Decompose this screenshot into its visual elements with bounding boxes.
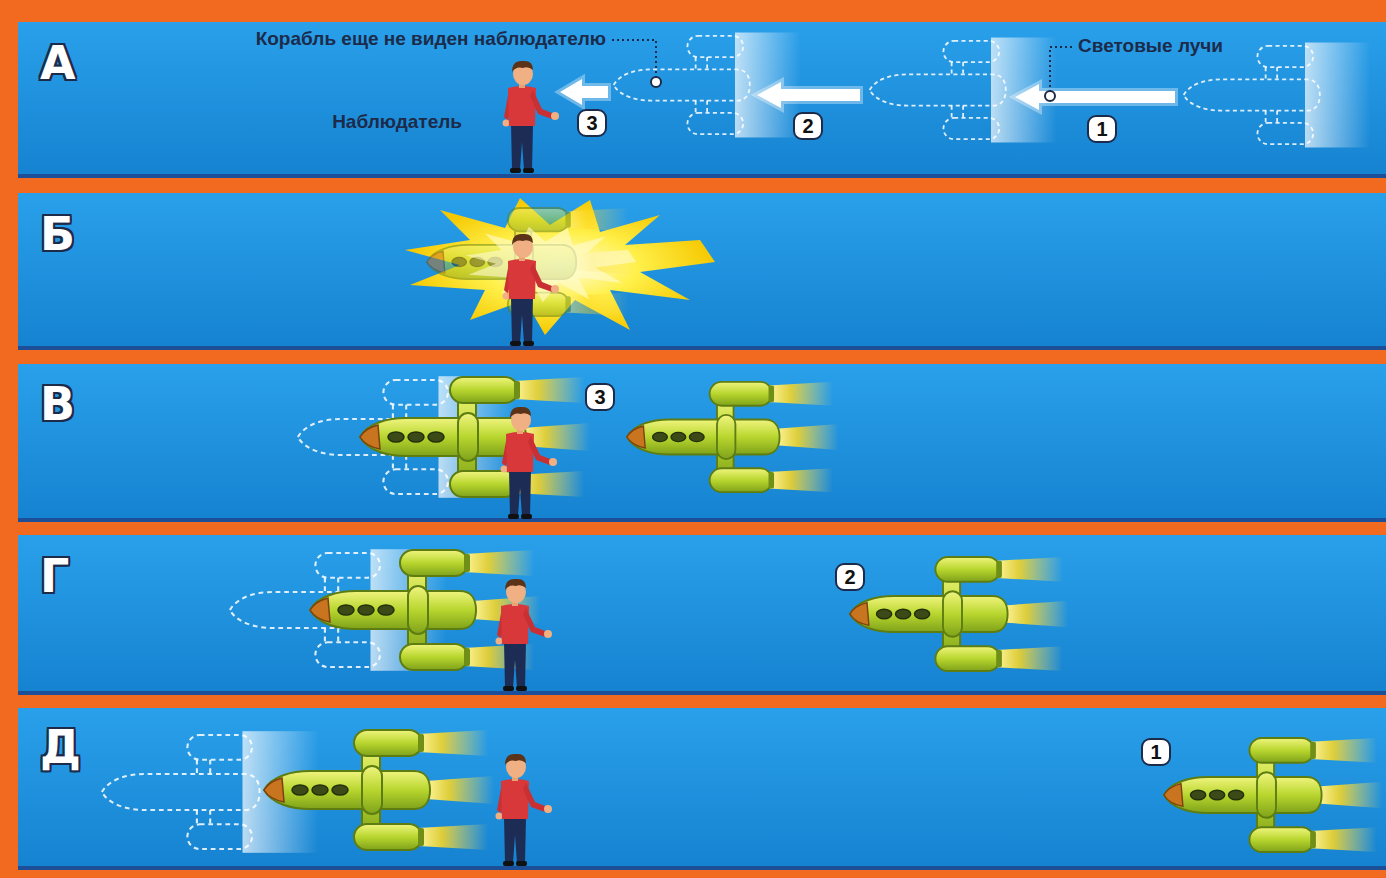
callout-number: 1	[1087, 115, 1117, 143]
band-edge	[18, 346, 1386, 350]
panel-d-art	[102, 730, 1383, 866]
callout-number-text: 1	[1150, 741, 1161, 763]
panel-letter: В	[40, 381, 75, 427]
leader-dot	[1045, 91, 1055, 101]
callout-number-text: 1	[1096, 118, 1107, 140]
light-ray	[560, 79, 608, 105]
callout-number-text: 2	[802, 115, 813, 137]
panel-band	[18, 364, 1386, 522]
callout-number: 1	[1141, 738, 1171, 766]
panel-band	[18, 193, 1386, 350]
callout-number: 3	[585, 383, 615, 411]
panel-band	[18, 535, 1386, 695]
band-edge	[18, 174, 1386, 178]
callout-label: Наблюдатель	[332, 111, 462, 134]
ghost-ship	[1184, 43, 1371, 148]
observer	[496, 579, 553, 691]
panel-band	[18, 22, 1386, 178]
ship	[264, 730, 494, 850]
observer	[501, 407, 558, 519]
light-ray	[1015, 84, 1175, 110]
leader-line	[1050, 47, 1072, 91]
panel-g-art	[230, 549, 1069, 691]
band-edge	[18, 691, 1386, 695]
callout-number: 2	[835, 563, 865, 591]
observer	[503, 234, 560, 346]
band-edge	[18, 866, 1386, 870]
ship	[1164, 738, 1383, 852]
callout-label: Световые лучи	[1078, 35, 1223, 58]
ship	[850, 557, 1069, 671]
leader-line	[612, 40, 656, 77]
band-edge	[18, 518, 1386, 522]
ship	[360, 377, 590, 497]
callout-number-text: 3	[586, 112, 597, 134]
panel-bands	[18, 22, 1386, 870]
light-ray	[757, 82, 860, 108]
panel-letter: А	[40, 40, 76, 86]
panel-letter: Г	[40, 553, 69, 599]
callout-number: 3	[577, 109, 607, 137]
callout-number-text: 2	[844, 566, 855, 588]
panel-letter: Б	[40, 211, 75, 257]
callout-number: 2	[793, 112, 823, 140]
panel-band	[18, 708, 1386, 870]
observer	[503, 61, 560, 173]
explosion	[405, 198, 715, 335]
leader-dot	[651, 77, 661, 87]
panel-b-art	[405, 198, 715, 346]
panel-v-art	[298, 376, 839, 519]
callout-label: Корабль еще не виден наблюдателю	[256, 28, 606, 51]
panel-letter: Д	[40, 724, 81, 770]
ship	[627, 382, 839, 492]
panel-a-art	[503, 33, 1371, 173]
observer	[496, 754, 553, 866]
callout-number-text: 3	[594, 386, 605, 408]
